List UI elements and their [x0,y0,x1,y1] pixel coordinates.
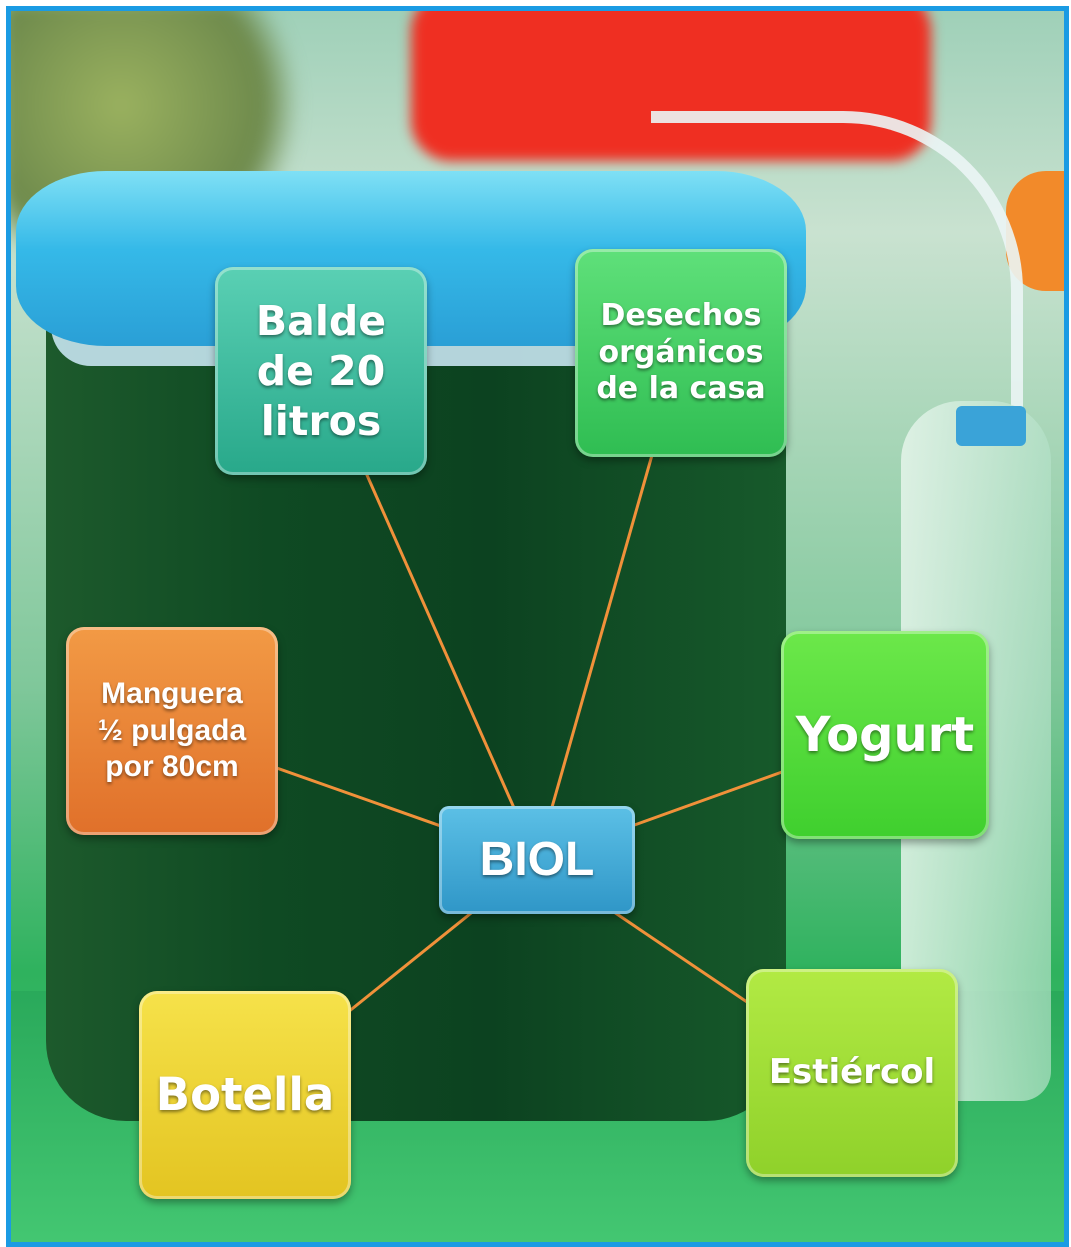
node-balde: Balde de 20 litros [215,267,427,475]
node-yogurt: Yogurt [781,631,989,839]
node-botella: Botella [139,991,351,1199]
node-desechos: Desechos orgánicos de la casa [575,249,787,457]
diagram-frame: Balde de 20 litros Desechos orgánicos de… [6,6,1069,1247]
photo-bottle-cap [956,406,1026,446]
node-manguera: Manguera ½ pulgada por 80cm [66,627,278,835]
node-biol-center: BIOL [439,806,635,914]
node-estiercol: Estiércol [746,969,958,1177]
